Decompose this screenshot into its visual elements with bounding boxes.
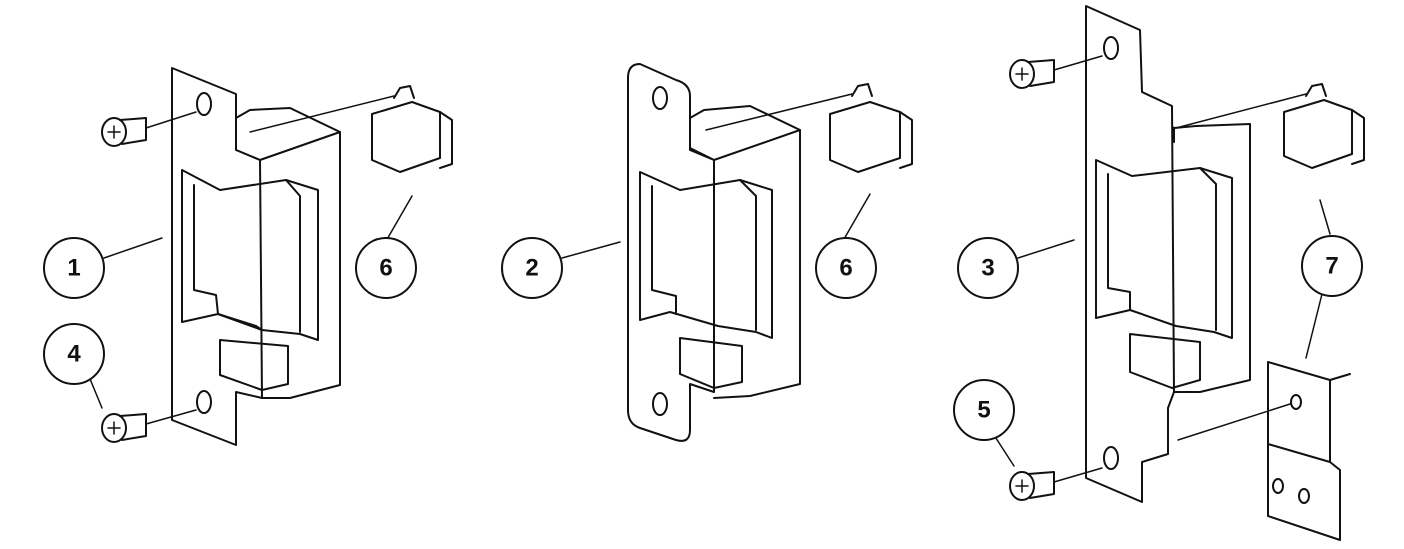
callout-6b: 6 xyxy=(815,237,877,299)
screw-icon xyxy=(1009,467,1103,501)
callout-6a-label: 6 xyxy=(379,255,392,282)
mounting-bracket xyxy=(1177,361,1351,541)
faceplate-3 xyxy=(1085,5,1251,503)
callout-2-label: 2 xyxy=(525,255,538,282)
callout-5-label: 5 xyxy=(977,397,990,424)
callout-4: 4 xyxy=(43,323,105,385)
callout-7: 7 xyxy=(1301,235,1363,297)
callout-4-label: 4 xyxy=(67,341,81,368)
lip-extension-clip xyxy=(249,85,453,173)
callout-1: 1 xyxy=(43,237,105,299)
callout-3-label: 3 xyxy=(981,255,994,282)
lip-extension-clip xyxy=(705,83,913,173)
faceplate-1 xyxy=(171,67,341,446)
faceplate-2 xyxy=(627,63,801,442)
callout-6b-label: 6 xyxy=(839,255,852,282)
callout-5: 5 xyxy=(953,379,1015,441)
screw-icon xyxy=(101,409,197,443)
screw-icon xyxy=(101,111,197,147)
callout-7-label: 7 xyxy=(1325,253,1338,280)
callout-3: 3 xyxy=(957,237,1019,299)
callout-6a: 6 xyxy=(355,237,417,299)
lip-extension-clip xyxy=(1175,83,1365,169)
callout-1-label: 1 xyxy=(67,255,80,282)
callout-2: 2 xyxy=(501,237,563,299)
screw-icon xyxy=(1009,55,1103,89)
